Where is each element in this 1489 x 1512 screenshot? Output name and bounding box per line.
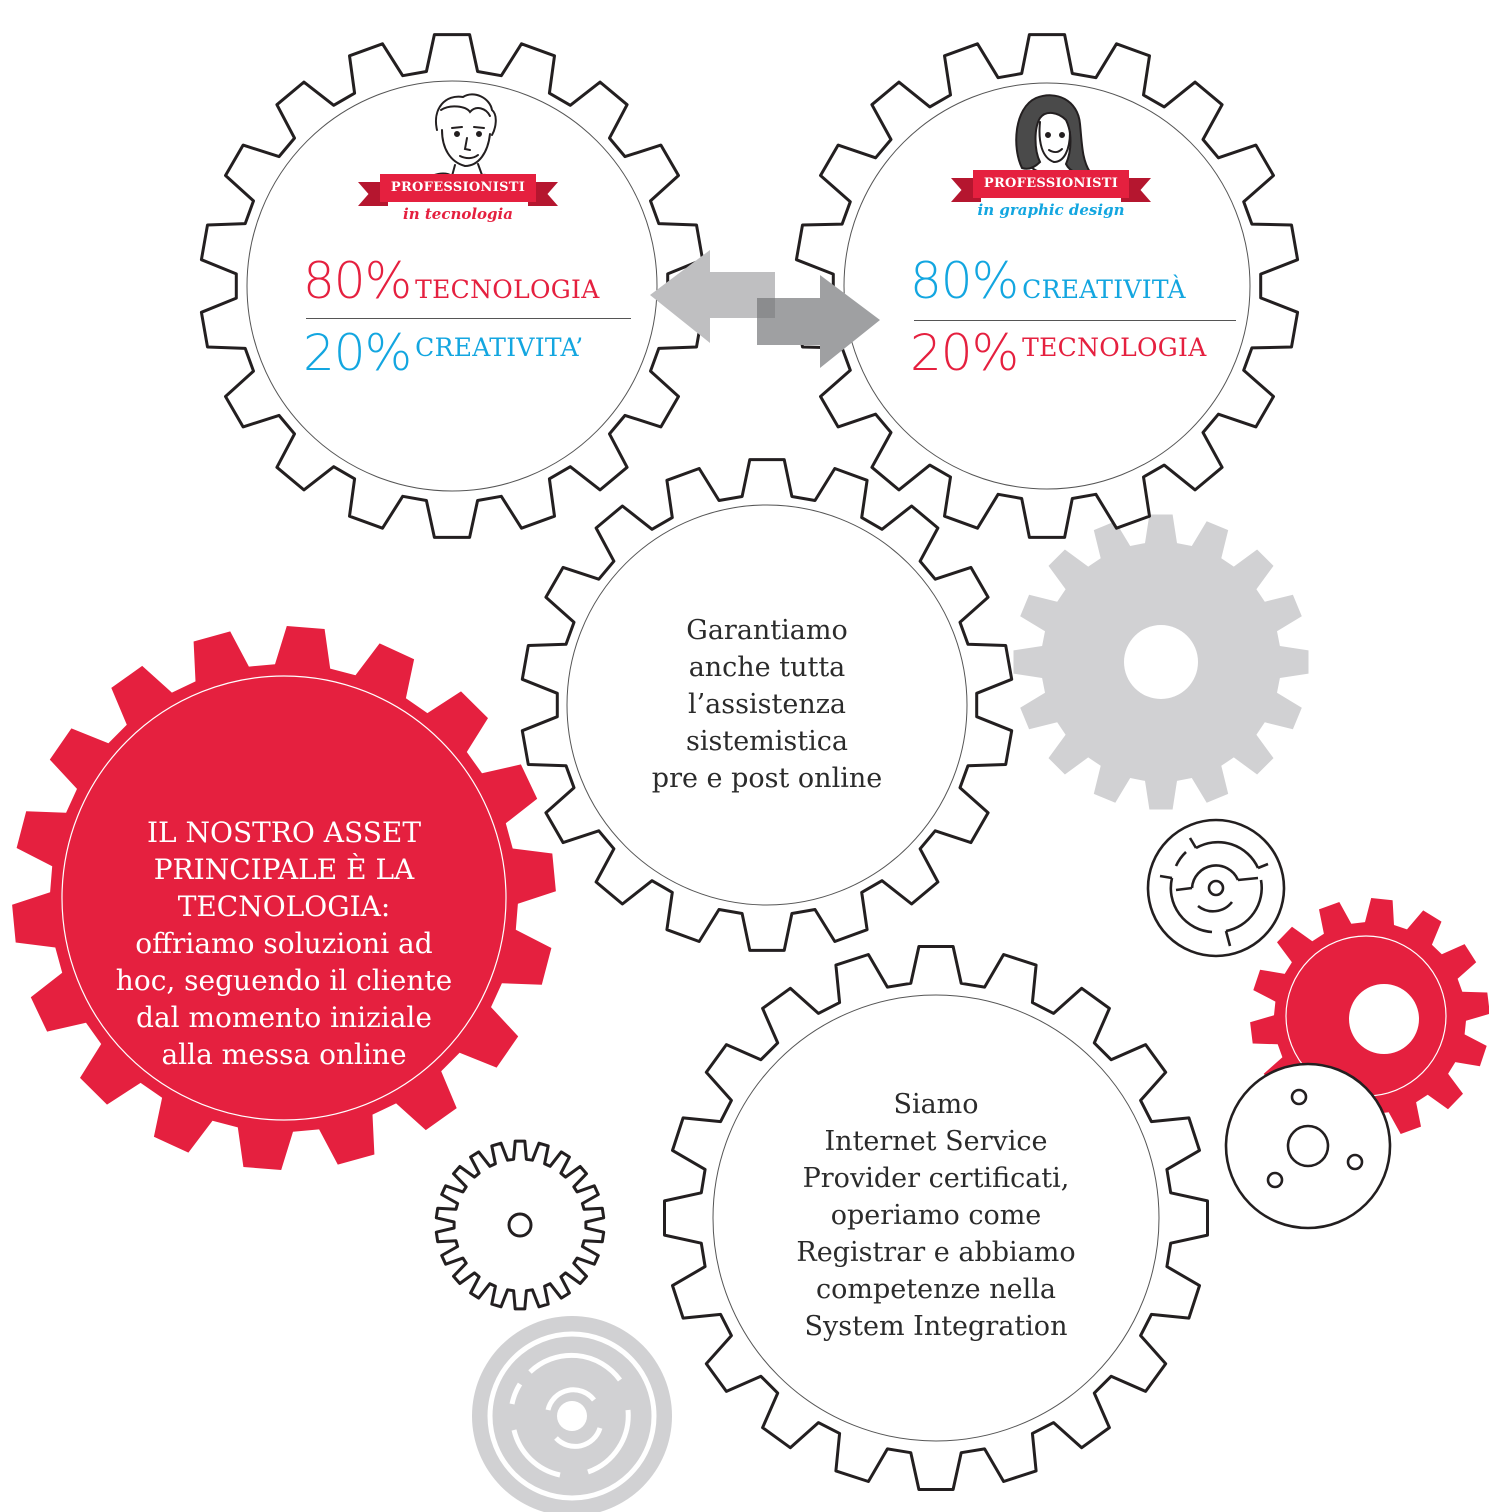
red-gear-inner-ring [61, 675, 507, 1121]
left-row-2-value: 20% [303, 324, 412, 382]
left-ribbon: PROFESSIONISTI in tecnologia [358, 174, 558, 234]
middle-line-1: Garantiamo [686, 615, 848, 646]
top-right-gear-inner-ring [843, 82, 1251, 490]
right-ribbon-label: PROFESSIONISTI [973, 170, 1129, 198]
bottom-line-4: operiamo come [830, 1200, 1042, 1231]
left-divider [306, 318, 631, 319]
right-row-1: 80%CREATIVITÀ [910, 252, 1186, 310]
red-line-6: dal momento iniziale [136, 1001, 432, 1034]
left-row-1-label: TECNOLOGIA [415, 275, 600, 304]
red-line-3: TECNOLOGIA: [177, 890, 391, 923]
right-row-2: 20%TECNOLOGIA [910, 324, 1207, 382]
small-outline-gear [434, 1139, 606, 1311]
bottom-gear-inner-ring [712, 994, 1160, 1442]
gray-maze-disc-icon [472, 1316, 672, 1512]
bottom-line-1: Siamo [893, 1089, 979, 1120]
bottom-gear-text: Siamo Internet Service Provider certific… [766, 1086, 1106, 1345]
right-row-1-value: 80% [910, 252, 1019, 310]
red-gear [12, 626, 556, 1170]
right-subtitle: in graphic design [977, 201, 1125, 219]
middle-line-4: sistemistica [686, 726, 848, 757]
right-row-2-label: TECNOLOGIA [1022, 333, 1207, 362]
red-line-4: offriamo soluzioni ad [135, 927, 433, 960]
middle-line-5: pre e post online [651, 763, 883, 794]
middle-gear-text: Garantiamo anche tutta l’assistenza sist… [607, 612, 927, 797]
top-left-gear [199, 33, 705, 539]
middle-gear [520, 458, 1014, 952]
middle-line-2: anche tutta [688, 652, 846, 683]
bottom-line-5: Registrar e abbiamo [796, 1237, 1076, 1268]
small-red-gear-hole [1349, 984, 1419, 1054]
right-row-1-label: CREATIVITÀ [1022, 275, 1186, 304]
red-line-1: IL NOSTRO ASSET [146, 816, 421, 849]
middle-line-3: l’assistenza [687, 689, 847, 720]
maze-disc-icon [1146, 818, 1286, 958]
bottom-gear [663, 945, 1209, 1491]
top-right-gear [794, 33, 1300, 539]
left-ribbon-label: PROFESSIONISTI [380, 174, 536, 202]
bottom-line-2: Internet Service [824, 1126, 1048, 1157]
gray-gear-hole [1124, 625, 1198, 699]
red-line-5: hoc, seguendo il cliente [115, 964, 453, 997]
left-row-1: 80%TECNOLOGIA [303, 252, 600, 310]
red-gear-text: IL NOSTRO ASSET PRINCIPALE È LA TECNOLOG… [104, 814, 464, 1073]
top-left-gear-inner-ring [246, 80, 658, 492]
left-row-2: 20%CREATIVITA’ [303, 324, 583, 382]
bottom-line-7: System Integration [804, 1311, 1068, 1342]
left-subtitle: in tecnologia [403, 205, 513, 223]
disc-icon [1224, 1062, 1392, 1230]
right-divider [914, 320, 1236, 321]
red-line-2: PRINCIPALE È LA [153, 853, 415, 886]
left-row-1-value: 80% [303, 252, 412, 310]
middle-gear-inner-ring [566, 504, 968, 906]
left-row-2-label: CREATIVITA’ [415, 333, 584, 362]
right-row-2-value: 20% [910, 324, 1019, 382]
bottom-line-3: Provider certificati, [802, 1163, 1070, 1194]
bottom-line-6: competenze nella [816, 1274, 1056, 1305]
small-outline-gear-hole [507, 1212, 533, 1238]
double-arrow-icon [650, 250, 880, 368]
right-ribbon: PROFESSIONISTI in graphic design [951, 170, 1151, 230]
red-line-7: alla messa online [161, 1038, 407, 1071]
